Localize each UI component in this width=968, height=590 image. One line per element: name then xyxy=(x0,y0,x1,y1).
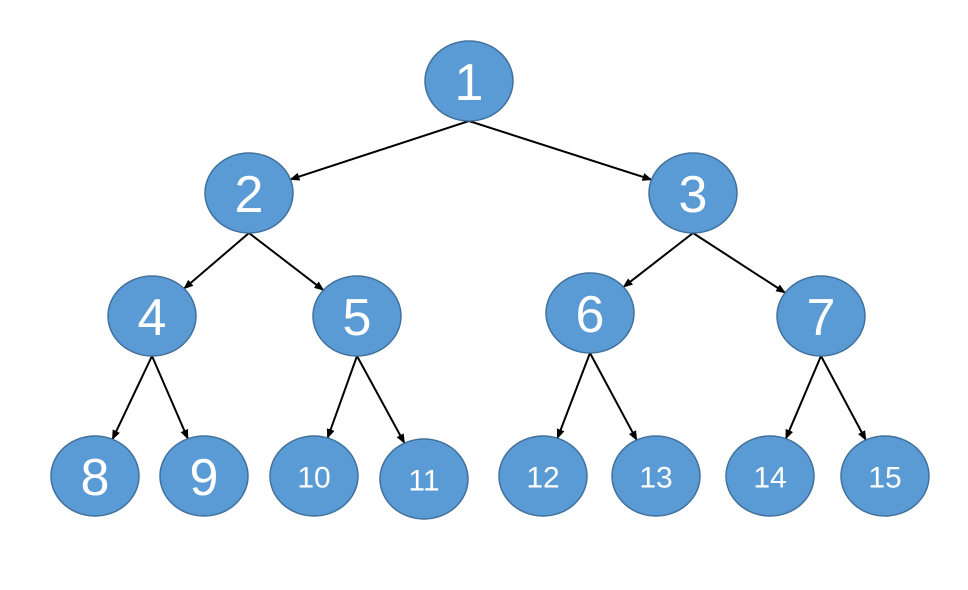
node-label: 12 xyxy=(526,462,559,495)
edge-n3-n6 xyxy=(622,232,694,288)
node-circle xyxy=(50,435,140,517)
edge-n1-n2 xyxy=(289,120,470,181)
node-circle xyxy=(611,435,701,517)
edge-n7-n14 xyxy=(784,355,822,440)
node-circle xyxy=(545,272,635,354)
node-label: 8 xyxy=(81,449,110,507)
node-circle xyxy=(269,435,359,517)
node-label: 10 xyxy=(297,462,330,495)
node-label: 2 xyxy=(235,166,264,224)
node-label: 7 xyxy=(807,289,836,347)
edge-n4-n8 xyxy=(111,355,153,441)
tree-node-13: 13 xyxy=(611,435,701,517)
edge-n1-n3 xyxy=(468,120,653,181)
node-label: 15 xyxy=(868,462,901,495)
node-circle xyxy=(204,152,294,234)
node-circle xyxy=(424,40,514,122)
tree-node-5: 5 xyxy=(312,275,402,357)
node-circle xyxy=(498,435,588,517)
tree-node-10: 10 xyxy=(269,435,359,517)
edges-layer xyxy=(111,120,867,445)
node-label: 5 xyxy=(343,289,372,347)
edge-n2-n5 xyxy=(248,232,325,291)
edge-n6-n13 xyxy=(589,352,638,441)
node-circle xyxy=(107,275,197,357)
tree-node-12: 12 xyxy=(498,435,588,517)
tree-node-9: 9 xyxy=(159,435,249,517)
tree-node-11: 11 xyxy=(379,438,469,520)
node-circle xyxy=(159,435,249,517)
node-circle xyxy=(776,275,866,357)
node-circle xyxy=(725,435,815,517)
edge-n3-n7 xyxy=(692,232,787,294)
node-label: 11 xyxy=(408,465,439,498)
edge-n7-n15 xyxy=(820,355,867,441)
tree-node-8: 8 xyxy=(50,435,140,517)
tree-node-2: 2 xyxy=(204,152,294,234)
edge-n6-n12 xyxy=(556,352,591,440)
node-label: 6 xyxy=(576,286,605,344)
edge-n5-n10 xyxy=(326,355,358,439)
node-label: 14 xyxy=(753,462,786,495)
node-label: 9 xyxy=(190,449,219,507)
tree-node-15: 15 xyxy=(840,435,930,517)
node-circle xyxy=(648,152,738,234)
node-label: 13 xyxy=(639,462,672,495)
node-label: 3 xyxy=(679,166,708,224)
tree-node-3: 3 xyxy=(648,152,738,234)
tree-node-14: 14 xyxy=(725,435,815,517)
tree-node-6: 6 xyxy=(545,272,635,354)
node-circle xyxy=(840,435,930,517)
node-label: 4 xyxy=(138,289,167,347)
tree-node-1: 1 xyxy=(424,40,514,122)
edge-n2-n4 xyxy=(183,232,250,290)
node-circle xyxy=(312,275,402,357)
edge-n5-n11 xyxy=(356,355,406,445)
edge-n4-n9 xyxy=(151,355,189,440)
node-circle xyxy=(379,438,469,520)
tree-node-4: 4 xyxy=(107,275,197,357)
tree-node-7: 7 xyxy=(776,275,866,357)
node-label: 1 xyxy=(455,54,484,112)
